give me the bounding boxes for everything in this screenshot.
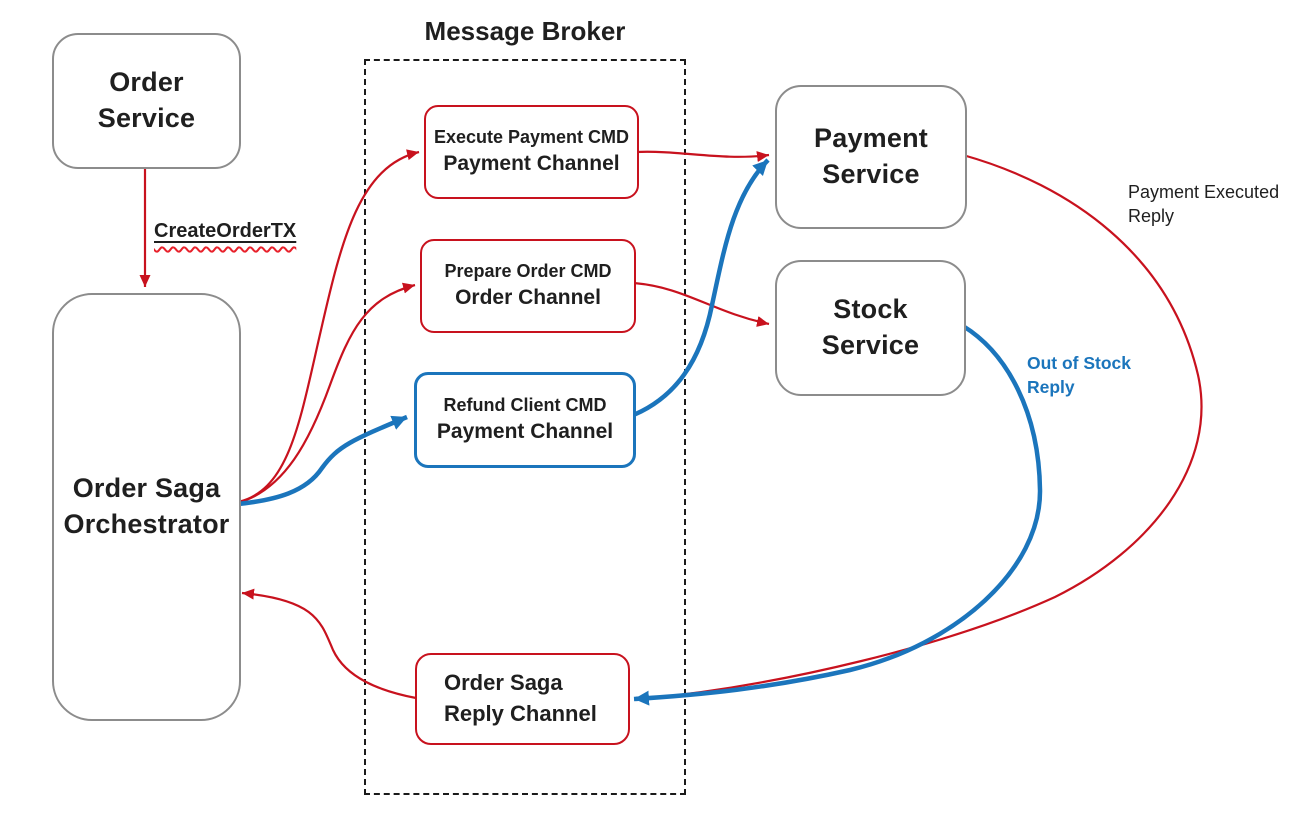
refund-client-cmd-label: Refund Client CMD (443, 395, 607, 416)
execute-payment-cmd-node: Execute Payment CMD Payment Channel (424, 105, 639, 199)
order-service-node: Order Service (52, 33, 241, 169)
create-order-tx-text: CreateOrderTX (154, 220, 297, 242)
order-service-label-line1: Order (109, 67, 184, 98)
stock-service-label-line1: Stock (833, 294, 908, 325)
stock-service-label-line2: Service (821, 330, 920, 360)
order-saga-orchestrator-node: Order Saga Orchestrator (52, 293, 241, 721)
out-of-stock-reply-label: Out of Stock Reply (1027, 352, 1131, 399)
order-saga-reply-channel-node: Order Saga Reply Channel (415, 653, 630, 745)
refund-payment-channel-label: Payment Channel (436, 420, 614, 444)
reply-channel-label-line1: Order Saga (444, 670, 563, 696)
execute-payment-cmd-label: Execute Payment CMD (433, 127, 630, 148)
orchestrator-label-line1: Order Saga (72, 473, 221, 504)
prepare-order-cmd-node: Prepare Order CMD Order Channel (420, 239, 636, 333)
reply-channel-label-line2: Reply Channel (444, 701, 597, 726)
payment-executed-reply-line2: Reply (1128, 206, 1175, 227)
order-service-label-line2: Service (97, 103, 196, 133)
payment-service-label-line2: Service (822, 159, 920, 189)
create-order-tx-label: CreateOrderTX (154, 218, 296, 245)
refund-client-cmd-node: Refund Client CMD Payment Channel (414, 372, 636, 468)
payment-service-node: Payment Service (775, 85, 967, 229)
arrow-payment-executed-reply (641, 153, 1203, 701)
payment-service-label-line1: Payment (814, 123, 928, 154)
stock-service-node: Stock Service (775, 260, 966, 396)
prepare-order-channel-label: Order Channel (455, 286, 601, 310)
out-of-stock-reply-line1: Out of Stock (1027, 353, 1132, 373)
message-broker-title: Message Broker (424, 16, 626, 46)
out-of-stock-reply-line2: Reply (1027, 376, 1075, 397)
payment-executed-reply-line1: Payment Executed (1128, 182, 1280, 202)
prepare-order-cmd-label: Prepare Order CMD (444, 261, 612, 282)
orchestrator-label-line2: Orchestrator (63, 509, 230, 539)
payment-executed-reply-label: Payment Executed Reply (1128, 180, 1279, 229)
execute-payment-channel-label: Payment Channel (443, 152, 620, 176)
